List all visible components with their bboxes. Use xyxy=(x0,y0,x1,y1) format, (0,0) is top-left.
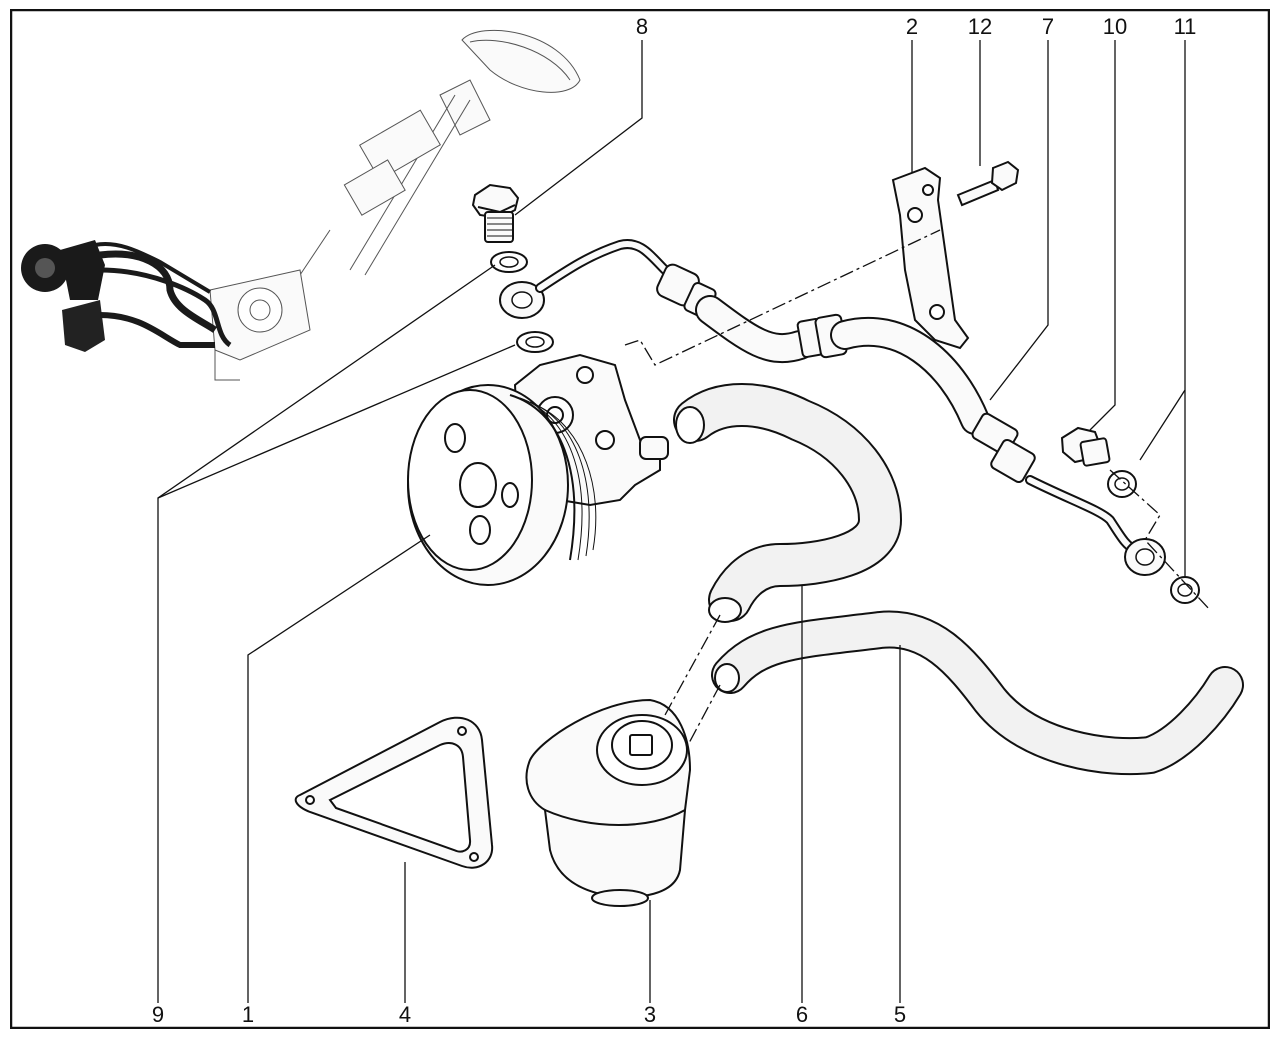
border xyxy=(9,8,1271,1030)
leader-10 xyxy=(1089,40,1116,431)
exploded-parts-diagram: 8 2 12 7 10 11 9 1 4 3 6 5 xyxy=(9,8,1271,1030)
callout-6: 6 xyxy=(796,1002,808,1027)
thumbnail-highlight-pump-hoses xyxy=(21,240,232,352)
leader-7 xyxy=(989,40,1049,401)
callout-11: 11 xyxy=(1174,14,1197,39)
part-5-hose xyxy=(711,610,1244,776)
leader-9b xyxy=(157,344,516,499)
callout-3: 3 xyxy=(644,1002,656,1027)
callout-2: 2 xyxy=(906,14,918,39)
callout-labels: 8 2 12 7 10 11 9 1 4 3 6 5 xyxy=(152,14,1197,1027)
callout-10: 10 xyxy=(1103,14,1127,39)
assembly-centerlines xyxy=(624,229,1211,746)
leader-1 xyxy=(247,534,431,1003)
part-12-bolt xyxy=(956,160,1020,207)
part-6-hose xyxy=(673,383,903,623)
leader-11a xyxy=(1139,40,1186,461)
part-4-gasket-plate xyxy=(294,716,494,869)
leader-lines xyxy=(157,40,1186,1003)
callout-1: 1 xyxy=(242,1002,254,1027)
callout-12: 12 xyxy=(968,14,992,39)
part-1-steering-pump xyxy=(407,353,669,586)
part-8-banjo-bolt xyxy=(471,183,520,243)
part-7-pressure-line xyxy=(499,239,1166,576)
part-2-bracket xyxy=(891,166,970,350)
callout-9: 9 xyxy=(152,1002,164,1027)
diagram-frame: 8 2 12 7 10 11 9 1 4 3 6 5 xyxy=(9,8,1271,1030)
part-10-plug-bolt xyxy=(1060,426,1111,467)
steering-assembly-thumbnail xyxy=(209,29,581,381)
callout-7: 7 xyxy=(1042,14,1054,39)
part-3-reservoir xyxy=(525,698,692,907)
leader-8 xyxy=(514,40,643,216)
callout-8: 8 xyxy=(636,14,648,39)
callout-4: 4 xyxy=(399,1002,411,1027)
callout-5: 5 xyxy=(894,1002,906,1027)
